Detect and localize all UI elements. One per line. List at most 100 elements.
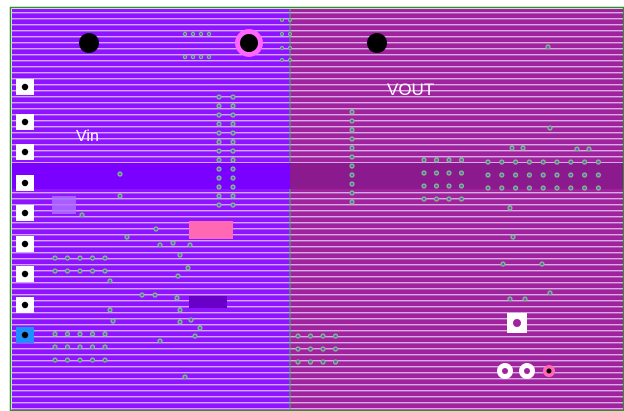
via-hole-icon: [460, 184, 463, 188]
via-hole-icon: [500, 160, 504, 164]
via-hole-icon: [91, 345, 94, 349]
via-hole-icon: [91, 358, 94, 362]
via-hole-icon: [514, 186, 517, 190]
via-hole-icon: [296, 360, 300, 364]
via-hole-icon: [140, 293, 144, 297]
via-hole-icon: [555, 160, 559, 164]
via-hole-icon: [183, 32, 187, 36]
via-hole-icon: [66, 269, 69, 273]
via-field: [52, 18, 602, 380]
pad-hole-icon: [21, 148, 29, 156]
via-hole-icon: [217, 185, 221, 189]
via-hole-icon: [508, 206, 512, 210]
via-hole-icon: [321, 360, 325, 364]
via-hole-icon: [103, 256, 107, 260]
pad-hole-icon: [21, 240, 29, 248]
via-hole-icon: [575, 147, 579, 151]
via-hole-icon: [188, 243, 192, 247]
via-hole-icon: [350, 146, 354, 150]
via-hole-icon: [528, 186, 531, 190]
via-hole-icon: [548, 126, 552, 130]
via-hole-icon: [176, 274, 180, 278]
via-hole-icon: [108, 279, 112, 283]
via-hole-icon: [510, 146, 514, 150]
pad-hole-icon: [21, 331, 29, 339]
via-hole-icon: [350, 200, 354, 204]
via-hole-icon: [422, 158, 426, 162]
via-hole-icon: [555, 173, 559, 177]
via-hole-icon: [500, 186, 504, 190]
vin-power-trace: [12, 163, 290, 189]
via-hole-icon: [217, 194, 221, 198]
via-hole-icon: [296, 347, 300, 351]
via-hole-icon: [281, 33, 283, 35]
via-hole-icon: [53, 345, 57, 349]
via-hole-icon: [231, 104, 235, 108]
via-hole-icon: [53, 269, 57, 273]
via-hole-icon: [91, 256, 94, 260]
via-hole-icon: [231, 122, 235, 126]
pad-hole-icon: [21, 118, 29, 126]
via-hole-icon: [231, 149, 235, 153]
via-hole-icon: [350, 110, 354, 114]
via-hole-icon: [186, 266, 190, 270]
via-hole-icon: [508, 297, 512, 301]
via-hole-icon: [217, 167, 221, 171]
via-hole-icon: [231, 113, 235, 117]
vout-copper-plane: [290, 9, 623, 410]
pad-hole-icon: [21, 83, 29, 91]
via-hole-icon: [511, 235, 515, 239]
via-hole-icon: [171, 241, 175, 245]
via-hole-icon: [217, 158, 221, 162]
via-hole-icon: [78, 269, 82, 273]
via-hole-icon: [289, 47, 291, 49]
via-hole-icon: [183, 55, 187, 59]
via-hole-icon: [191, 55, 195, 59]
via-hole-icon: [435, 158, 438, 162]
via-hole-icon: [231, 185, 235, 189]
via-hole-icon: [118, 194, 122, 198]
via-hole-icon: [183, 375, 187, 379]
via-hole-icon: [569, 160, 573, 164]
pad-icon: [546, 368, 552, 374]
via-hole-icon: [587, 147, 591, 151]
via-hole-icon: [53, 332, 57, 336]
via-hole-icon: [103, 358, 107, 362]
via-hole-icon: [217, 149, 221, 153]
via-hole-icon: [178, 320, 182, 324]
via-hole-icon: [189, 318, 193, 322]
via-hole-icon: [460, 171, 463, 175]
via-hole-icon: [103, 269, 107, 273]
via-hole-icon: [281, 59, 283, 61]
via-hole-icon: [111, 319, 115, 323]
via-hole-icon: [583, 173, 586, 177]
via-hole-icon: [528, 160, 531, 164]
via-hole-icon: [422, 171, 426, 175]
via-hole-icon: [597, 186, 600, 190]
via-hole-icon: [597, 173, 600, 177]
via-hole-icon: [231, 95, 235, 99]
via-hole-icon: [350, 137, 354, 141]
via-hole-icon: [66, 256, 69, 260]
edge-connector: [16, 79, 34, 343]
via-hole-icon: [528, 173, 531, 177]
via-hole-icon: [435, 184, 438, 188]
via-hole-icon: [158, 339, 162, 343]
via-hole-icon: [422, 184, 426, 188]
via-hole-icon: [158, 243, 162, 247]
via-hole-icon: [541, 186, 545, 190]
via-hole-icon: [486, 160, 490, 164]
mounting-hole-icon: [79, 33, 99, 53]
via-hole-icon: [460, 158, 463, 162]
via-hole-icon: [350, 182, 354, 186]
via-hole-icon: [125, 235, 129, 239]
via-hole-icon: [350, 191, 354, 195]
pad-hole-icon: [21, 301, 29, 309]
via-hole-icon: [309, 360, 312, 364]
via-hole-icon: [66, 345, 69, 349]
via-hole-icon: [217, 113, 221, 117]
vin-net-label: Vin: [76, 128, 99, 145]
via-hole-icon: [309, 334, 312, 338]
via-hole-icon: [583, 160, 586, 164]
